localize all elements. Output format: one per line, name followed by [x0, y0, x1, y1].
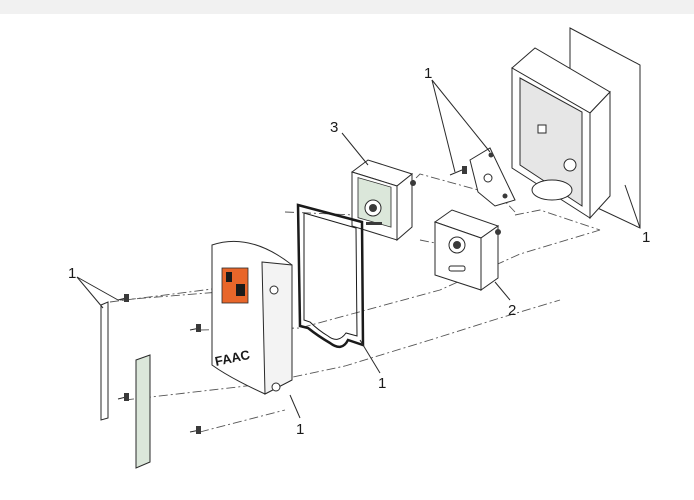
label-cover-screw: 1: [296, 421, 304, 438]
label-screws-left: 1: [68, 265, 76, 282]
assembly-axes: [109, 173, 601, 433]
label-gasket: 1: [378, 375, 386, 392]
cover-screws: [117, 294, 201, 434]
front-cover: FAAC: [211, 240, 293, 395]
mounting-bracket: [469, 147, 516, 207]
bracket-screw: [449, 166, 467, 176]
label-bracket-screws: 1: [424, 65, 432, 82]
top-strip: [0, 0, 694, 14]
label-module-3: 3: [330, 119, 338, 136]
module-3: [350, 159, 416, 242]
module-2: [433, 209, 501, 291]
label-box-right: 1: [642, 229, 650, 246]
part-labels: 1 1 1 3 1 2 1: [68, 65, 650, 438]
rear-box: [511, 47, 611, 220]
leader-lines: [76, 79, 641, 419]
logo-text: FAAC: [214, 347, 252, 369]
side-plate: [100, 301, 109, 421]
side-panel: [135, 354, 151, 469]
gasket: [296, 203, 365, 349]
label-module-2: 2: [508, 302, 516, 319]
